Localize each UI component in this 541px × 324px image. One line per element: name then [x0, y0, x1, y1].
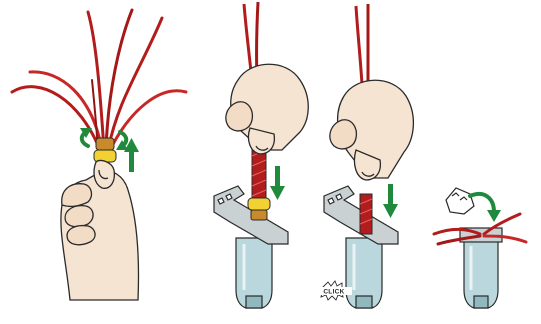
wire-bundle-step1 — [12, 10, 186, 150]
connector-body-step4 — [460, 228, 502, 308]
clip-flap — [446, 188, 474, 214]
step-1-twist-ferrule — [12, 10, 186, 300]
fold-arrow-icon — [470, 194, 501, 222]
step-4-fold-clip — [434, 188, 526, 308]
connector-body-step2 — [236, 238, 272, 308]
down-arrow-icon — [270, 166, 285, 200]
down-arrow-icon — [383, 184, 398, 218]
step-2-insert-ferrule — [214, 2, 308, 308]
click-label: CLICK — [323, 289, 344, 296]
connector-body-step3 — [346, 238, 382, 308]
hand-step1 — [61, 160, 139, 300]
ferrule — [94, 138, 116, 162]
hand-step2 — [226, 64, 308, 154]
hand-step3 — [330, 80, 414, 180]
step-3-click-in: CLICK — [316, 4, 413, 308]
